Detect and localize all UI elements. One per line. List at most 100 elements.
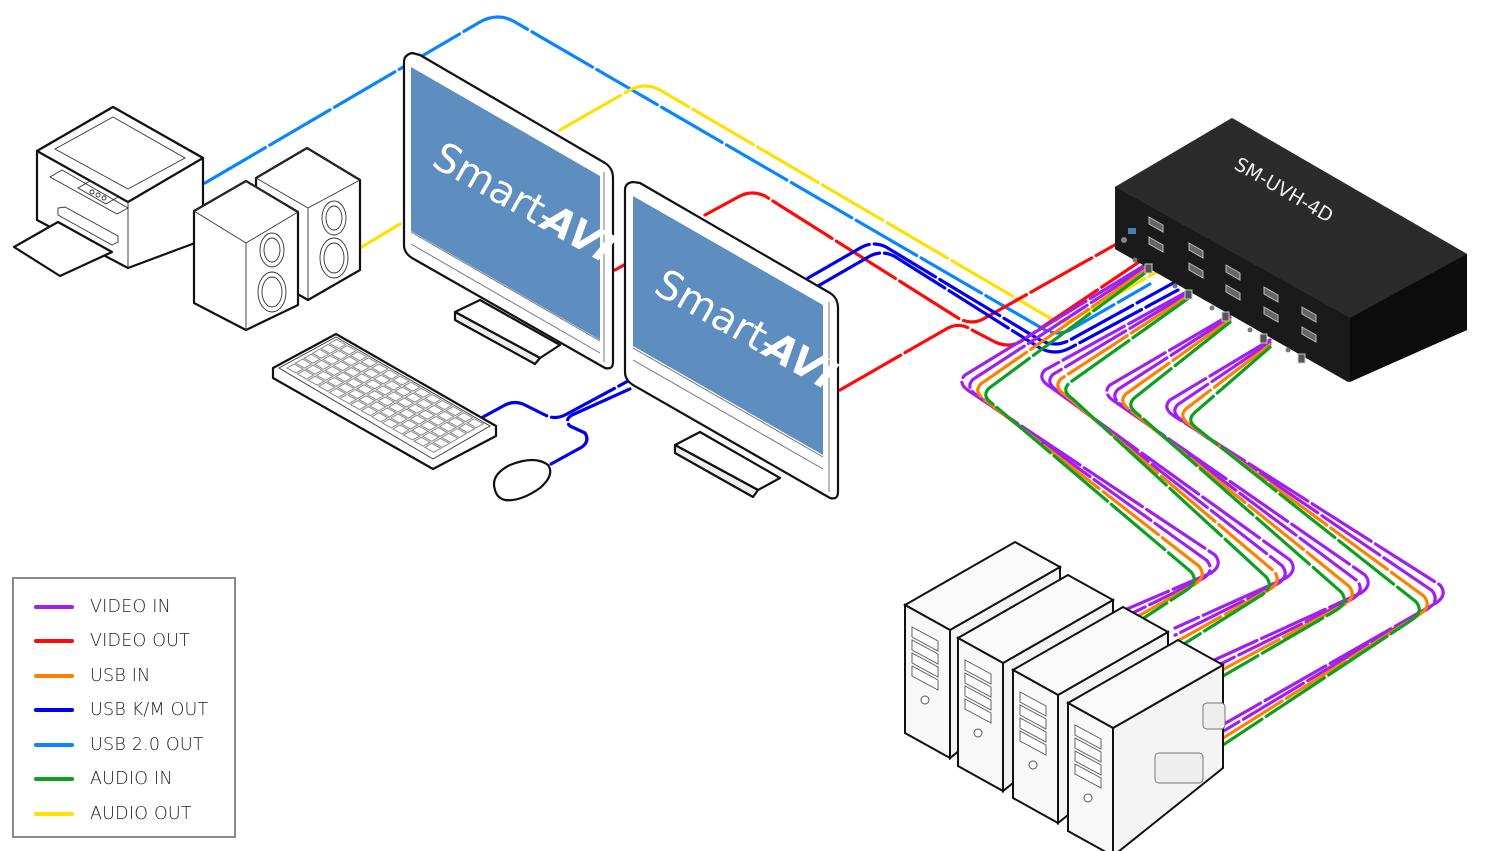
usb-port: [1144, 263, 1153, 274]
key: [413, 387, 432, 398]
legend-label: AUDIO IN: [90, 769, 173, 789]
key: [334, 371, 353, 383]
key: [324, 365, 343, 376]
video-port: [1263, 286, 1279, 303]
key: [315, 370, 334, 381]
cable-usb-in-pc-4: [1181, 343, 1429, 748]
key: [415, 398, 434, 409]
video-port: [1148, 236, 1164, 253]
key: [338, 393, 358, 405]
key: [326, 376, 345, 387]
cable-video-in-pc-3: [1105, 313, 1370, 664]
monitor-icon-2: Smart- AVI: [623, 180, 844, 500]
legend-label: USB IN: [90, 666, 151, 686]
key: [328, 338, 347, 350]
key: [341, 356, 360, 367]
key: [406, 403, 425, 414]
serial-port: [1128, 228, 1136, 234]
key: [328, 387, 347, 398]
audio-jack: [1209, 305, 1215, 311]
legend-item-usb-km-out: USB K/M OUT: [34, 699, 208, 721]
key: [311, 348, 330, 359]
legend-label: VIDEO OUT: [90, 631, 191, 651]
key: [347, 389, 366, 400]
drive-bay: [964, 698, 992, 724]
usb-port: [1221, 311, 1230, 322]
key: [381, 369, 400, 380]
drive-bay: [1074, 750, 1102, 776]
legend-item-audio-out: AUDIO OUT: [34, 803, 192, 825]
key: [319, 343, 339, 354]
key: [411, 425, 430, 436]
legend-label: VIDEO IN: [90, 597, 171, 617]
cable-usb-in-pc-3: [1121, 318, 1354, 678]
key: [364, 379, 383, 390]
key: [421, 431, 440, 442]
key: [345, 378, 364, 389]
key: [370, 363, 389, 374]
key: [394, 386, 413, 397]
usb-port: [1297, 353, 1306, 364]
cable-video-in-pc-2: [1040, 288, 1295, 630]
power-jack: [1121, 237, 1127, 243]
key: [368, 401, 387, 412]
drive-bay: [911, 652, 939, 678]
fan-icon: [1202, 702, 1226, 730]
key: [387, 402, 406, 413]
key: [404, 392, 423, 403]
switch-ports: [1121, 216, 1317, 364]
video-port: [1148, 216, 1164, 233]
video-port: [1263, 306, 1279, 323]
drive-bay: [1019, 730, 1047, 756]
key: [317, 381, 336, 392]
pc-cable-bundles: [960, 260, 1445, 756]
key: [370, 412, 389, 423]
printer-icon: [12, 105, 205, 278]
key: [381, 418, 400, 429]
key: [375, 385, 394, 396]
cable-usb-km-out-1: [806, 242, 1177, 346]
key: [351, 362, 370, 373]
key: [440, 432, 459, 444]
key: [383, 380, 402, 391]
key: [417, 409, 436, 420]
key: [377, 396, 396, 407]
key: [336, 382, 355, 394]
key: [353, 373, 372, 384]
key: [449, 428, 468, 439]
speaker-icon-left: [192, 179, 300, 332]
cable-audio-in-pc-1: [984, 267, 1196, 636]
cable-video-in-pc-2: [1048, 290, 1287, 637]
cable-audio-out: [358, 84, 1162, 324]
key: [355, 384, 375, 395]
key: [372, 374, 392, 385]
key: [398, 408, 417, 419]
drive-bay: [911, 665, 939, 691]
cable-audio-in-pc-2: [1064, 295, 1271, 652]
key: [430, 426, 449, 437]
key: [396, 397, 415, 408]
cable-usb-km-out-2: [816, 251, 1180, 354]
key: [466, 418, 485, 429]
key: [423, 442, 442, 453]
key: [313, 359, 332, 370]
legend-item-video-in: VIDEO IN: [34, 596, 171, 618]
key: [302, 353, 322, 364]
legend-item-usb-2-0-out: USB 2.0 OUT: [34, 734, 204, 756]
cable-video-in-pc-4: [1165, 338, 1445, 734]
legend-swatch: [34, 743, 74, 747]
key: [402, 381, 421, 392]
key: [362, 368, 381, 379]
key: [391, 424, 411, 435]
key: [432, 437, 451, 448]
legend-swatch: [34, 605, 74, 609]
cable-video-in-pc-3: [1113, 315, 1362, 671]
usb-port: [1184, 289, 1193, 300]
audio-jack: [1172, 283, 1178, 289]
legend-label: AUDIO OUT: [90, 804, 192, 824]
key: [343, 367, 362, 378]
power-button-icon: [920, 695, 930, 705]
cables: [203, 15, 1445, 756]
drive-bay: [1074, 763, 1102, 789]
video-port: [1188, 262, 1204, 279]
